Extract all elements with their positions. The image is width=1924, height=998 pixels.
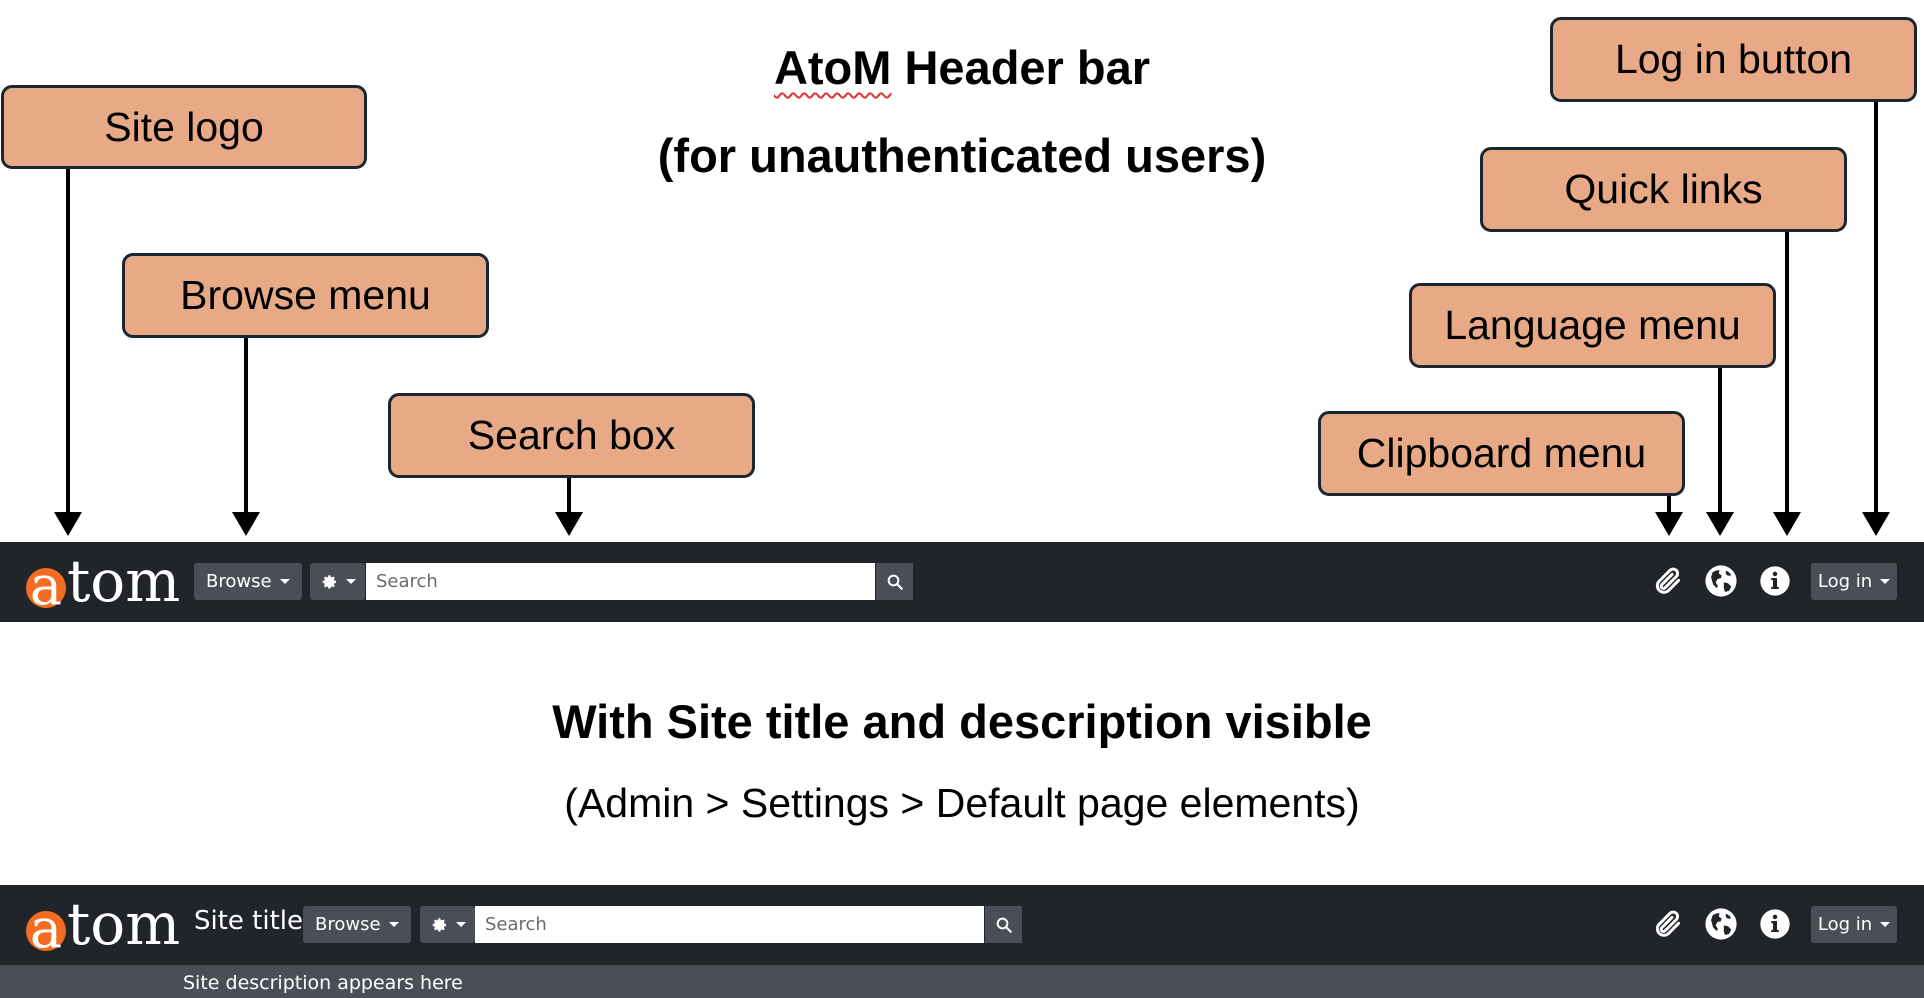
section2-title: With Site title and description visible — [552, 695, 1372, 748]
search-icon — [887, 574, 903, 590]
globe-icon — [1705, 565, 1737, 597]
gear-icon — [322, 574, 336, 589]
search-input[interactable] — [366, 563, 875, 600]
browse-menu-button[interactable]: Browse — [194, 563, 302, 600]
diagram-subtitle: (for unauthenticated users) — [657, 129, 1267, 182]
clipboard-menu-button[interactable] — [1650, 561, 1686, 601]
search-button[interactable] — [985, 906, 1022, 943]
site-title[interactable]: Site title — [194, 906, 304, 936]
diagram-title-rest: Header bar — [891, 41, 1151, 94]
search-options-button[interactable] — [310, 563, 365, 600]
callout-language-menu: Language menu — [1409, 283, 1776, 368]
chevron-down-icon — [1880, 579, 1891, 584]
log-in-button[interactable]: Log in — [1811, 906, 1897, 943]
callout-log-in-button: Log in button — [1550, 17, 1917, 102]
diagram-title-atom: AtoM — [773, 41, 892, 94]
search-input[interactable] — [475, 906, 984, 943]
chevron-down-icon — [1880, 922, 1891, 927]
search-button[interactable] — [876, 563, 913, 600]
section2-subtitle: (Admin > Settings > Default page element… — [564, 780, 1360, 826]
callout-clipboard-menu: Clipboard menu — [1318, 411, 1685, 496]
site-description: Site description appears here — [183, 972, 463, 994]
site-logo[interactable]: atom — [26, 550, 180, 613]
info-icon — [1760, 566, 1790, 596]
chevron-down-icon — [279, 579, 290, 584]
paperclip-icon — [1655, 910, 1681, 937]
header-bar: atom Browse Log in — [0, 542, 1924, 622]
site-logo[interactable]: atom — [26, 893, 180, 956]
callout-browse-menu: Browse menu — [122, 253, 489, 338]
search-options-button[interactable] — [420, 906, 475, 943]
globe-icon — [1705, 908, 1737, 940]
callout-site-logo: Site logo — [1, 85, 367, 169]
callout-quick-links: Quick links — [1480, 147, 1847, 232]
chevron-down-icon — [388, 922, 399, 927]
quick-links-button[interactable] — [1757, 904, 1793, 944]
header-bar-with-title: atom Site title Browse Log in — [0, 885, 1924, 965]
log-in-button[interactable]: Log in — [1811, 563, 1897, 600]
gear-icon — [432, 917, 446, 932]
browse-menu-button[interactable]: Browse — [303, 906, 411, 943]
site-description-bar: Site description appears here — [0, 965, 1924, 998]
chevron-down-icon — [345, 579, 356, 584]
clipboard-menu-button[interactable] — [1650, 904, 1686, 944]
diagram-title: AtoM Header bar — [0, 44, 1924, 91]
language-menu-button[interactable] — [1703, 561, 1739, 601]
chevron-down-icon — [455, 922, 466, 927]
callout-search-box: Search box — [388, 393, 755, 478]
search-icon — [996, 917, 1012, 933]
language-menu-button[interactable] — [1703, 904, 1739, 944]
paperclip-icon — [1655, 567, 1681, 594]
info-icon — [1760, 909, 1790, 939]
quick-links-button[interactable] — [1757, 561, 1793, 601]
